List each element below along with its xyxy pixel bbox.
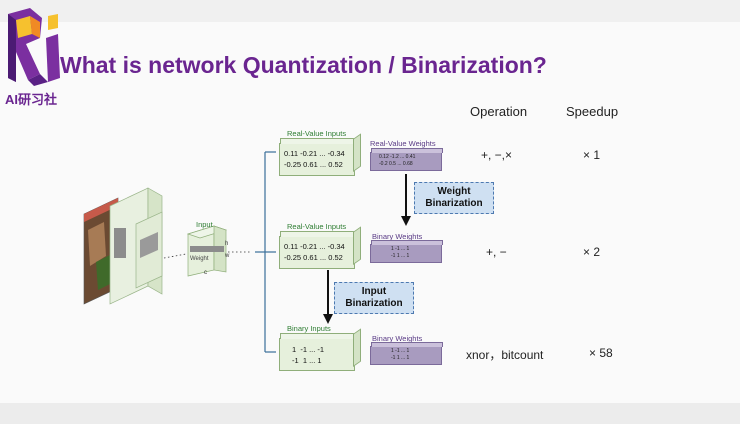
stage2-input-row-2: -0.25 0.61 ... 0.52	[284, 253, 343, 262]
weight-binarization-step: Weight Binarization	[414, 182, 494, 214]
stage3-input-row-1: 1 -1 ... -1	[292, 345, 325, 354]
speedup-row-2: × 2	[583, 245, 601, 259]
stage2-weight-row-2: -1 1 ... 1	[391, 253, 410, 259]
stage1-input-row-1: 0.11 -0.21 ... -0.34	[284, 149, 345, 158]
operation-row-1: +, −,×	[481, 148, 513, 162]
bottom-bar	[0, 403, 740, 424]
speedup-header: Speedup	[566, 104, 619, 119]
stage3-weight-label: Binary Weights	[372, 334, 423, 343]
weight-binarization-line-1: Weight	[437, 186, 471, 197]
stage2-input-label: Real-Value Inputs	[287, 222, 347, 231]
stage1-weight-label: Real-Value Weights	[370, 139, 436, 148]
input-label: Input	[196, 220, 213, 229]
operation-header: Operation	[470, 104, 528, 119]
stage1-input-label: Real-Value Inputs	[287, 129, 347, 138]
input-binarization-line-1: Input	[361, 286, 387, 297]
stage2-input-row-1: 0.11 -0.21 ... -0.34	[284, 242, 345, 251]
stage3-input-matrix: 1 -1 ... -1 -1 1 ... 1	[279, 333, 356, 371]
operation-row-3: xnor，bitcount	[466, 348, 544, 362]
dim-w-label: w	[225, 253, 230, 259]
stage1-weight-matrix: 0.12 -1.2 ... 0.41 -0.2 0.5 ... 0.68	[370, 148, 443, 171]
stage1-input-matrix: 0.11 -0.21 ... -0.34 -0.25 0.61 ... 0.52	[279, 138, 356, 176]
stage1-weight-row-2: -0.2 0.5 ... 0.68	[379, 161, 413, 167]
dim-c-label: c	[204, 270, 207, 276]
slide-title: What is network Quantization / Binarizat…	[60, 52, 547, 78]
weight-binarization-line-2: Binarization	[425, 198, 483, 209]
stage1-weight-row-1: 0.12 -1.2 ... 0.41	[379, 154, 416, 160]
stage3-weight-row-2: -1 1 ... 1	[391, 355, 410, 361]
stage2-weight-label: Binary Weights	[372, 232, 423, 241]
top-bar	[0, 0, 740, 22]
stage3-weight-row-1: 1 -1 ... 1	[391, 348, 410, 354]
stage3-weight-matrix: 1 -1 ... 1 -1 1 ... 1	[370, 342, 443, 365]
operation-row-2: +, −	[486, 245, 507, 259]
input-binarization-step: Input Binarization	[334, 282, 414, 314]
input-binarization-line-2: Binarization	[345, 298, 403, 309]
stage3-input-label: Binary Inputs	[287, 324, 331, 333]
stage2-weight-matrix: 1 -1 ... 1 -1 1 ... 1	[370, 240, 443, 263]
stage2-weight-row-1: 1 -1 ... 1	[391, 246, 410, 252]
brand-label: AI研习社	[5, 92, 58, 107]
stage3-input-row-2: -1 1 ... 1	[292, 356, 322, 365]
speedup-row-1: × 1	[583, 148, 601, 162]
dim-h-label: h	[225, 241, 229, 247]
weight-label: Weight	[190, 256, 209, 262]
ai-logo-icon	[8, 8, 60, 86]
stage1-input-row-2: -0.25 0.61 ... 0.52	[284, 160, 343, 169]
stage2-input-matrix: 0.11 -0.21 ... -0.34 -0.25 0.61 ... 0.52	[279, 231, 356, 269]
speedup-row-3: × 58	[589, 346, 613, 360]
